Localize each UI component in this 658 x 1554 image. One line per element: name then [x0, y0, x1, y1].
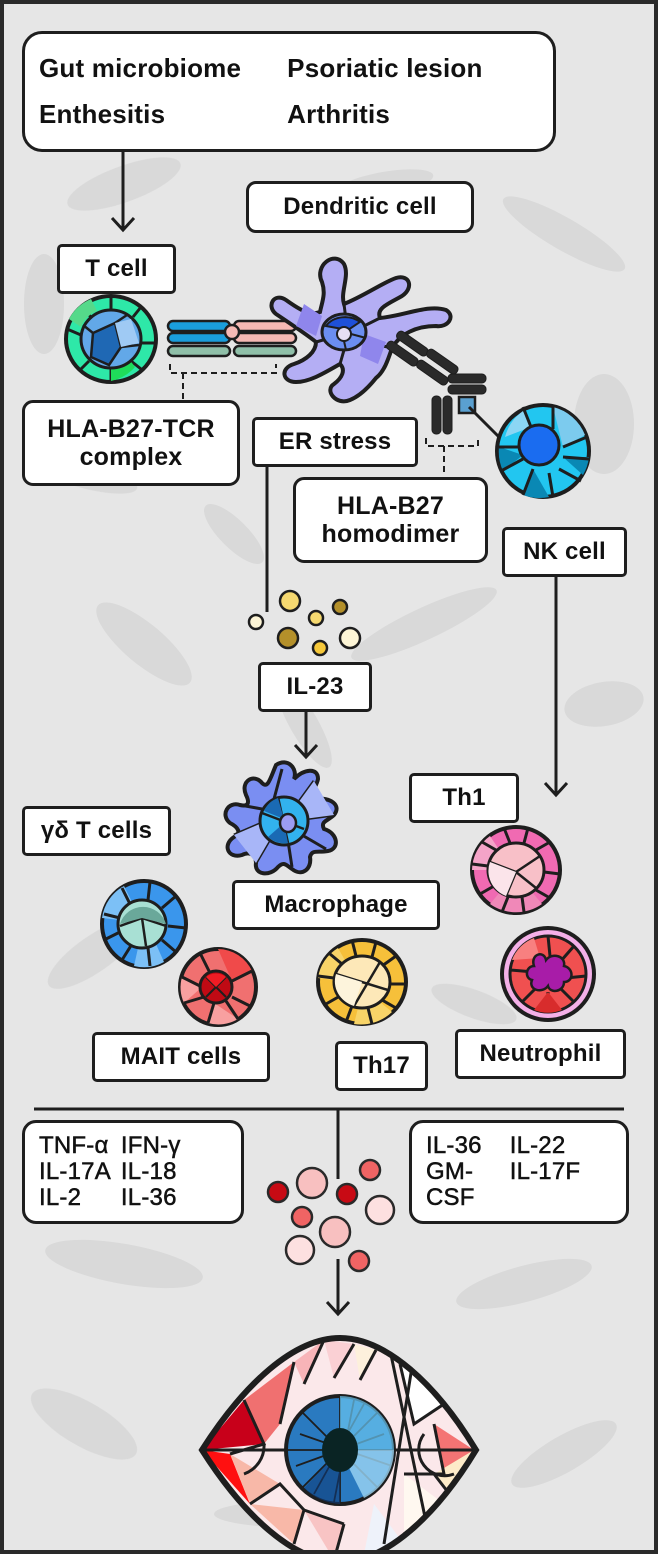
dendritic-cell-icon — [269, 256, 453, 404]
cytokines-right-box: IL-36 IL-22 GM- IL-17F CSF — [409, 1120, 629, 1224]
arrowhead-icon — [110, 216, 136, 233]
arrowhead-icon — [325, 1300, 351, 1317]
label-line: complex — [79, 443, 183, 471]
triggers-box: Gut microbiome Psoriatic lesion Enthesit… — [22, 31, 556, 152]
gamma-delta-t-cell-icon — [100, 879, 188, 969]
mait-cell-icon — [178, 947, 258, 1027]
inflammatory-cytokine-particles — [266, 1158, 396, 1273]
label-dendritic-cell: Dendritic cell — [246, 181, 474, 233]
label-gamma-delta-t-cells: γδ T cells — [22, 806, 171, 856]
trigger-item: Enthesitis — [39, 98, 166, 129]
cytokines-left-box: TNF-α IFN-γ IL-17A IL-18 IL-2 IL-36 — [22, 1120, 244, 1224]
macrophage-icon — [223, 760, 339, 876]
label-hla-b27-tcr-complex: HLA-B27-TCR complex — [22, 400, 240, 486]
label-mait-cells: MAIT cells — [92, 1032, 270, 1082]
label-th17: Th17 — [335, 1041, 428, 1091]
label-t-cell: T cell — [57, 244, 176, 294]
il23-cytokine-particles — [247, 589, 362, 657]
label-il23: IL-23 — [258, 662, 372, 712]
hla-b27-homodimer-icon — [386, 330, 506, 474]
trigger-item: Gut microbiome — [39, 53, 242, 84]
nk-cell-icon — [495, 403, 591, 499]
label-er-stress: ER stress — [252, 417, 418, 467]
neutrophil-icon — [500, 926, 596, 1022]
label-line: HLA-B27-TCR — [47, 415, 215, 443]
diagram-graphics — [34, 150, 624, 1550]
arrowhead-icon — [543, 781, 569, 798]
trigger-item: Arthritis — [287, 98, 391, 129]
cytokine-item: IL-2 — [39, 1183, 82, 1211]
trigger-item: Psoriatic lesion — [287, 53, 483, 84]
cytokine-item: IL-22 — [509, 1132, 566, 1160]
cytokine-item: IL-36 — [120, 1183, 177, 1211]
cytokine-item: IL-18 — [120, 1158, 177, 1186]
cytokine-item: CSF — [426, 1183, 475, 1211]
label-th1: Th1 — [409, 773, 519, 823]
label-line: HLA-B27 — [337, 492, 444, 520]
label-neutrophil: Neutrophil — [455, 1029, 626, 1079]
cytokine-item: IL-17A — [39, 1158, 111, 1186]
label-nk-cell: NK cell — [502, 527, 627, 577]
cytokine-item: IFN-γ — [120, 1132, 181, 1160]
label-hla-b27-homodimer: HLA-B27 homodimer — [293, 477, 488, 563]
th1-cell-icon — [470, 825, 562, 915]
t-cell-icon — [64, 294, 158, 384]
inflamed-eye-icon — [198, 1334, 480, 1550]
th17-cell-icon — [316, 938, 408, 1026]
hla-b27-tcr-complex-icon — [166, 319, 298, 399]
cytokine-item: TNF-α — [39, 1132, 109, 1160]
cytokine-item: GM- — [426, 1158, 474, 1186]
cytokine-item: IL-17F — [509, 1158, 581, 1186]
label-line: homodimer — [321, 520, 460, 548]
label-macrophage: Macrophage — [232, 880, 440, 930]
arrowhead-icon — [293, 743, 319, 760]
cytokine-item: IL-36 — [426, 1132, 482, 1160]
